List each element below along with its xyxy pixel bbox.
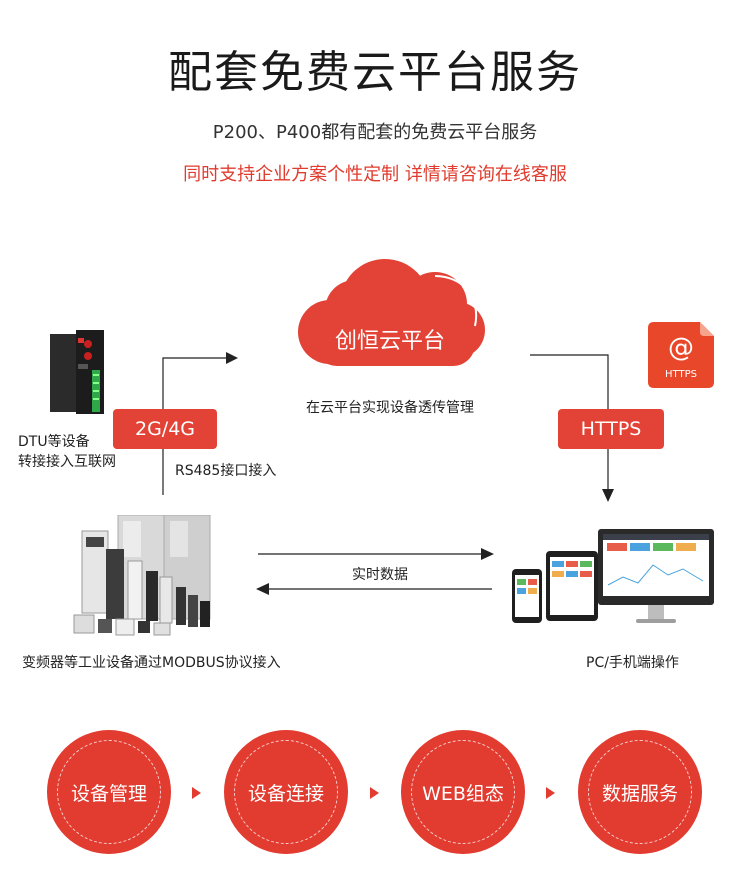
step-circle-device-connection: 设备连接 [224,730,348,854]
page-tagline: 同时支持企业方案个性定制 详情请咨询在线客服 [183,164,567,185]
at-symbol: @ [668,333,694,363]
https-icon-label: HTTPS [665,369,697,380]
https-pill: HTTPS [558,409,664,449]
dtu-to-cloud-line [162,357,228,495]
step-circle-device-management: 设备管理 [47,730,171,854]
cloud-to-client-arrowhead [602,489,614,502]
realtime-arrow-right-head [481,548,494,560]
step-label: 设备管理 [57,740,161,844]
step-circle-data-service: 数据服务 [578,730,702,854]
dtu-to-cloud-arrowhead [226,352,238,364]
client-caption: PC/手机端操作 [586,655,679,671]
rs485-label: RS485接口接入 [175,463,277,479]
step-arrow-icon [546,787,555,799]
client-devices-image [512,529,714,623]
step-arrow-icon [370,787,379,799]
step-label: WEB组态 [411,740,515,844]
realtime-arrow-left-head [256,583,269,595]
step-label: 数据服务 [588,740,692,844]
cloud-label: 创恒云平台 [334,329,445,354]
cloud-caption: 在云平台实现设备透传管理 [306,400,474,416]
page-title: 配套免费云平台服务 [168,47,582,98]
industrial-caption: 变频器等工业设备通过MODBUS协议接入 [22,655,281,671]
industrial-devices-image [73,515,211,636]
page-subtitle: P200、P400都有配套的免费云平台服务 [212,122,538,143]
https-icon-badge [648,322,714,388]
https-icon: @ HTTPS [648,322,714,388]
step-arrow-icon [192,787,201,799]
step-circle-web-configuration: WEB组态 [401,730,525,854]
dtu-device-image [50,330,104,414]
dtu-caption-line1: DTU等设备 [18,434,90,450]
dtu-caption: DTU等设备 转接接入互联网 [18,432,148,472]
realtime-label: 实时数据 [352,567,408,583]
step-label: 设备连接 [234,740,338,844]
dtu-caption-line2: 转接接入互联网 [18,454,116,470]
network-pill: 2G/4G [113,409,217,449]
cloud-icon [298,259,485,366]
